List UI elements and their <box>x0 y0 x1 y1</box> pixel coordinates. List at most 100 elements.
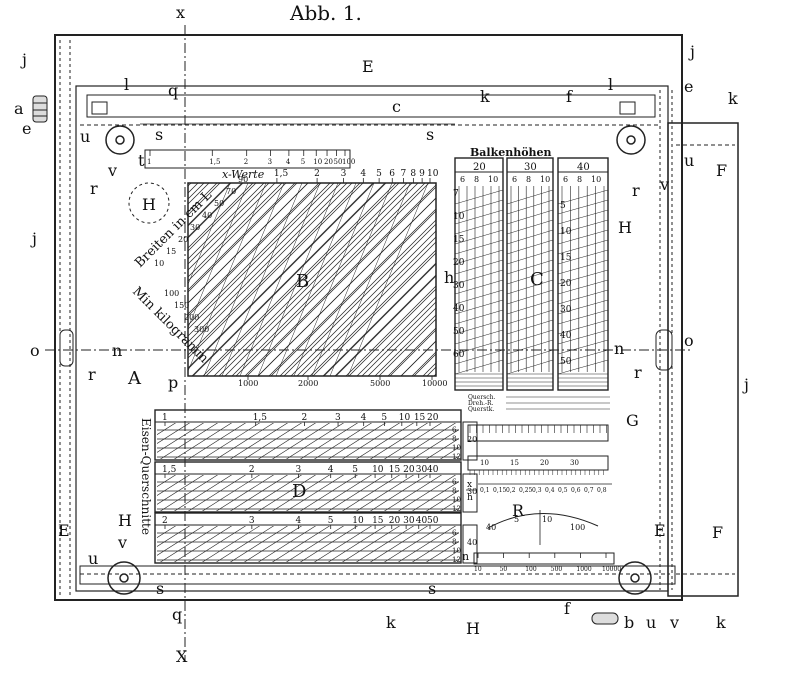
chart-g-scale-tick: 0,6 <box>571 487 581 494</box>
strip-t-tick-label: 5 <box>301 158 305 166</box>
chart-b-top-tick: 9 <box>419 169 425 179</box>
chart-c-sub-tick: 10 <box>488 175 498 184</box>
letter-g-chart: G <box>626 411 639 430</box>
chart-r-arc-tick: 5 <box>514 515 519 524</box>
chart-c-column <box>557 157 609 391</box>
letter-x-bottom: X <box>176 647 188 666</box>
chart-b-top-tick: 6 <box>389 169 395 179</box>
chart-b-top-tick: 8 <box>410 169 416 179</box>
frame-outer <box>54 34 739 601</box>
chart-c-left-tick: 20 <box>453 258 465 268</box>
letter-b: B <box>296 271 309 292</box>
letter-h-right: H <box>618 218 632 237</box>
chart-b-bottom-tick: 2000 <box>298 379 318 388</box>
chart-b-bottom-tick: 1000 <box>238 379 258 388</box>
chart-d-end-sub: 10 <box>452 496 461 504</box>
letter-u-bottom: u <box>646 613 656 632</box>
chart-d-end-sub: 12 <box>452 453 461 461</box>
chart-c-left-tick: 10 <box>453 212 465 222</box>
chart-d-end-sub: 12 <box>452 556 461 564</box>
letter-a: a <box>14 99 24 118</box>
x-werte-label: x-Werte <box>222 168 265 181</box>
chart-b-top-tick: 10 <box>427 169 439 179</box>
chart-d-tick: 15 <box>372 516 384 526</box>
strip-t-tick-label: 2 <box>244 158 248 166</box>
letter-x-top: x <box>176 3 185 22</box>
chart-r-scale-tick: 10 <box>474 566 482 573</box>
chart-c-sub-tick: 6 <box>460 175 465 184</box>
roller-u-bottom-right <box>618 561 652 595</box>
chart-d-tick: 30 <box>416 465 428 475</box>
chart-g-mid-tick: 15 <box>510 459 519 467</box>
letter-h-bottom-left: H <box>118 511 132 530</box>
chart-c-right-tick: 40 <box>560 331 572 341</box>
chart-c-left-tick: 15 <box>453 235 465 245</box>
chart-g-mid-tick: 20 <box>540 459 549 467</box>
chart-c-sub-tick: 8 <box>577 175 582 184</box>
chart-d-end-sub: 8 <box>452 435 456 443</box>
chart-d-end-sub: 6 <box>452 529 457 537</box>
eisen-querschnitte-label: Eisen-Querschnitte <box>139 418 153 535</box>
chart-d-end-sub: 8 <box>452 487 456 495</box>
chart-b-width-tick: 90 <box>238 175 248 184</box>
knob-a <box>32 95 48 123</box>
chart-d-tick: 20 <box>403 465 415 475</box>
chart-c-group-label: 30 <box>524 162 537 173</box>
chart-r-scale-tick: 10000 <box>602 566 621 573</box>
chart-b-width-tick: 50 <box>214 199 224 208</box>
letter-p: p <box>168 373 178 392</box>
letter-k-top: k <box>480 87 490 106</box>
chart-d-end-sub: 12 <box>452 505 461 513</box>
chart-g-strip2 <box>467 455 609 471</box>
letter-v-right: v <box>659 175 669 194</box>
chart-c-group-label: 20 <box>473 162 486 173</box>
slot-o-left <box>59 329 74 367</box>
chart-d-tick: 40 <box>427 465 439 475</box>
letter-v-bottom-left: v <box>117 533 127 552</box>
letter-o-left: o <box>30 341 40 360</box>
chart-d-tick: 40 <box>416 516 428 526</box>
letter-s-bottom-left: s <box>156 579 164 598</box>
chart-g-scale-tick: 0,7 <box>584 487 594 494</box>
letter-r-chart: R <box>512 501 525 520</box>
letter-n-left: n <box>112 341 122 360</box>
strip-t-tick-label: 50 <box>334 158 343 166</box>
chart-b-top-tick: 1,5 <box>274 169 289 179</box>
chart-d-tick: 2 <box>301 413 307 423</box>
chart-d-end-label: 40 <box>467 538 477 547</box>
chart-c-left-tick: 60 <box>453 350 465 360</box>
letter-f-top: f <box>566 87 573 106</box>
corner-block-left <box>91 101 108 115</box>
chart-c-bottom-label: Querstk. <box>468 406 494 413</box>
letter-r-left2: r <box>88 365 96 384</box>
chart-c-right-tick: 50 <box>560 357 572 367</box>
chart-d-tick: 3 <box>296 465 302 475</box>
chart-g-scale-tick: 0,3 <box>532 487 542 494</box>
chart-b-weight-tick: 300 <box>194 325 209 334</box>
letter-c: c <box>392 97 401 116</box>
chart-c-left-tick: 30 <box>453 281 465 291</box>
letter-r-left: r <box>90 179 98 198</box>
strip-t-tick-label: 1,5 <box>209 158 220 166</box>
letter-f-right: F <box>716 161 727 180</box>
letter-f-bottom: f <box>564 599 571 618</box>
chart-b-top-tick: 2 <box>314 169 320 179</box>
chart-c-sub-tick: 6 <box>563 175 568 184</box>
letter-j-tr: j <box>688 42 695 61</box>
letter-b-bottom: b <box>624 613 634 632</box>
chart-c-group-label: 40 <box>577 162 590 173</box>
chart-g-scale-tick: 0,25 <box>519 487 533 494</box>
chart-d-strip <box>154 409 462 461</box>
chart-d-end-box <box>462 524 478 564</box>
chart-d-tick: 15 <box>414 413 426 423</box>
chart-g-fraction-num: x <box>467 480 472 490</box>
figure-title: Abb. 1. <box>289 1 362 25</box>
chart-c-right-tick: 5 <box>560 201 566 211</box>
chart-d-tick: 10 <box>399 413 411 423</box>
letter-r-right: r <box>632 181 640 200</box>
letter-u-bottom-left: u <box>88 549 98 568</box>
